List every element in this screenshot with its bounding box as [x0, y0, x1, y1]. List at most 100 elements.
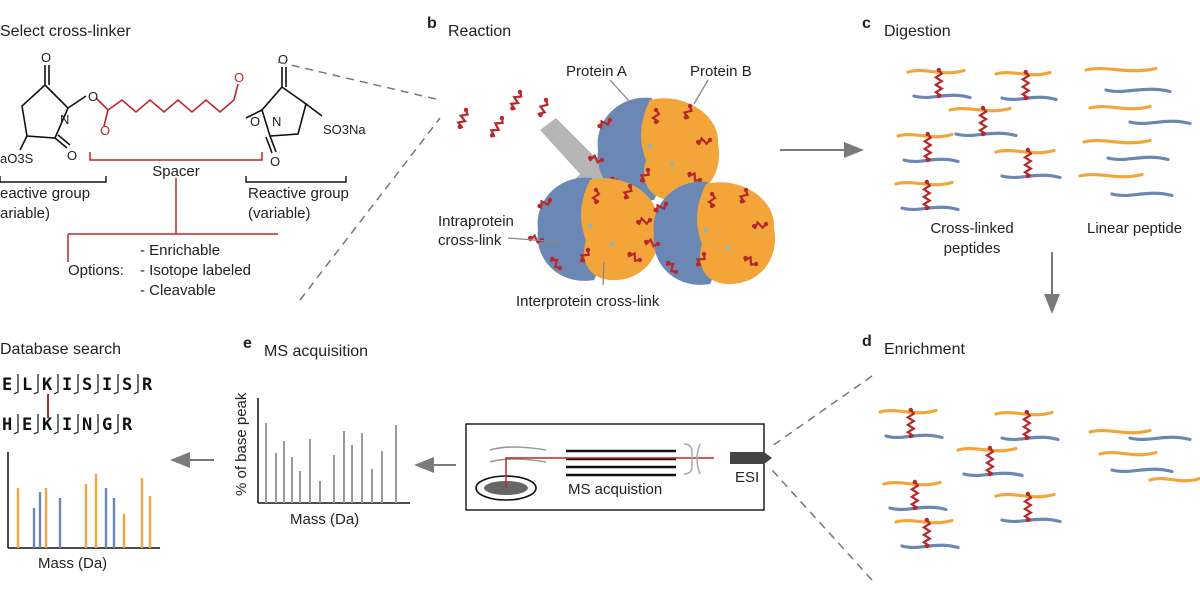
- crosslinker-mark: [687, 171, 703, 183]
- esi-needle: [730, 452, 772, 464]
- sequence-residue: K: [42, 375, 53, 395]
- svg-text:O: O: [234, 70, 244, 85]
- peptide-strand: [906, 68, 966, 75]
- crosslinked-peptides-label: Cross-linked: [930, 220, 1013, 237]
- crosslinker-mark: [1022, 147, 1033, 179]
- spacer-chain: [95, 83, 239, 127]
- svg-text:N: N: [60, 112, 69, 127]
- panel-a: Select cross-linker O N O N O O O O O: [0, 23, 441, 301]
- peptide-strand: [1098, 450, 1158, 457]
- peptide-strand: [1088, 104, 1152, 111]
- ms-instrument-label: MS acquistion: [568, 481, 662, 498]
- linear-peptides-label: Linear peptide: [1087, 220, 1182, 237]
- peptide-strand: [1128, 435, 1192, 442]
- intraprotein-label: Intraprotein: [438, 213, 514, 230]
- peptide-strand: [882, 480, 942, 487]
- crosslinker-mark: [933, 67, 944, 99]
- svg-text:O: O: [88, 89, 98, 104]
- peptide-strand: [994, 410, 1054, 417]
- sequence-residue: S: [122, 375, 132, 395]
- peptide-strand: [1110, 191, 1174, 198]
- crosslinker-mark: [977, 105, 989, 137]
- digested-peptides: [894, 66, 1192, 212]
- peptide-strand: [948, 106, 1012, 113]
- panel-e-title: MS acquisition: [264, 343, 368, 360]
- crosslinker-mark: [639, 167, 651, 183]
- svg-text:O: O: [270, 154, 280, 169]
- crosslinker-mark: [651, 107, 661, 125]
- protein-complex: [643, 181, 776, 285]
- esi-label: ESI: [735, 469, 759, 486]
- reactive-group-right: Reactive group: [248, 185, 349, 202]
- crosslinker-mark: [587, 153, 605, 164]
- crosslinker-mark: [707, 191, 717, 209]
- option-enrichable: - Enrichable: [140, 242, 220, 259]
- panel-c-title: Digestion: [884, 23, 951, 40]
- svg-text:O: O: [41, 50, 51, 65]
- panel-c: c Digestion Cross-linked peptides Linear…: [862, 15, 1192, 257]
- sequence-residue: E: [2, 375, 12, 395]
- sequence-residue: H: [2, 415, 12, 435]
- crosslinker-mark: [695, 136, 713, 146]
- peptide-strand: [1078, 172, 1144, 179]
- peptide-strand: [956, 446, 1018, 453]
- sequence-residue: S: [82, 375, 92, 395]
- ms-ylabel: % of base peak: [233, 392, 250, 496]
- peptide-strand: [1082, 138, 1152, 145]
- option-cleavable: - Cleavable: [140, 282, 216, 299]
- reactive-group-left: eactive group: [0, 185, 90, 202]
- crosslinker-mark: [922, 131, 933, 163]
- sequence-residue: E: [22, 415, 32, 435]
- reaction-arrow: [540, 118, 606, 184]
- peptide-strand: [894, 180, 954, 187]
- so3na-right: SO3Na: [323, 122, 366, 137]
- crosslinker-mark: [682, 103, 693, 120]
- svg-text:O: O: [278, 52, 288, 67]
- ms1-spectrum: [265, 423, 397, 503]
- protein-a-label: Protein A: [566, 63, 627, 80]
- sequence-residue: G: [102, 415, 112, 435]
- crosslinker-mark: [695, 251, 707, 267]
- peptide-strand: [1128, 119, 1192, 126]
- crosslinker-mark: [549, 256, 563, 271]
- panel-f-title: Database search: [0, 341, 121, 358]
- interprotein-label: Interprotein cross-link: [516, 293, 660, 310]
- crosslinker-mark: [537, 97, 549, 118]
- ms-instrument-box: [465, 423, 765, 511]
- panel-d-letter: d: [862, 333, 872, 350]
- crosslinker-mark: [597, 117, 613, 129]
- panel-b: b Reaction Protein A Protein B Intraprot…: [427, 15, 776, 310]
- peptide-strand: [1110, 467, 1174, 474]
- crosslinker-mark: [579, 247, 591, 263]
- crosslinker-mark: [643, 237, 661, 248]
- option-isotope: - Isotope labeled: [140, 262, 251, 279]
- crosslinker-mark: [909, 479, 920, 511]
- protein-b-shape: [697, 182, 776, 285]
- crosslinker-mark: [665, 260, 679, 275]
- sequence-residue: L: [22, 375, 32, 395]
- sequence-residue: R: [122, 415, 133, 435]
- crosslinker-mark: [591, 187, 601, 205]
- crosslinker-mark: [653, 201, 669, 213]
- protein-complex: [527, 177, 660, 281]
- crosslinker-mark: [921, 179, 932, 211]
- svg-text:cross-link: cross-link: [438, 232, 502, 249]
- panel-b-title: Reaction: [448, 23, 511, 40]
- crosslinker-mark: [738, 187, 749, 204]
- search-xlabel: Mass (Da): [38, 555, 107, 572]
- peptide-strand: [1148, 476, 1200, 483]
- peptide-strand: [994, 148, 1056, 155]
- peptide-strand: [1000, 95, 1058, 102]
- crosslinker-mark: [751, 220, 769, 230]
- panel-a-title: Select cross-linker: [0, 23, 131, 40]
- protein-b-shape: [581, 178, 660, 281]
- panel-b-letter: b: [427, 15, 437, 32]
- svg-text:O: O: [250, 114, 260, 129]
- ms-instrument: MS acquistion ESI: [465, 423, 772, 511]
- crosslinker-mark: [1022, 491, 1033, 523]
- crosslinker-mark: [622, 183, 633, 200]
- svg-text:N: N: [272, 114, 281, 129]
